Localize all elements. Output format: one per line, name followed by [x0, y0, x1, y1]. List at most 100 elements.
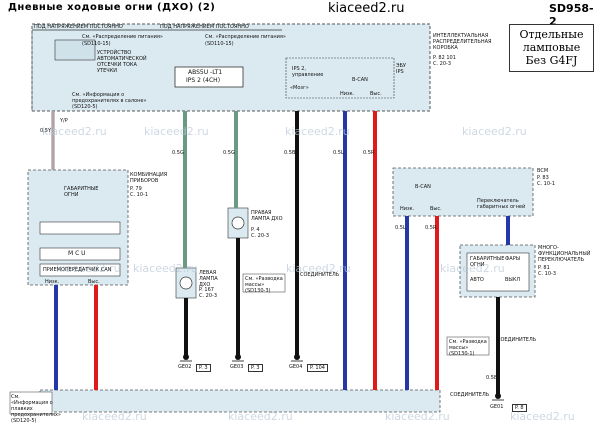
ips-line1: IPS 2,: [292, 66, 307, 72]
drl-right-title: ПРАВАЯ ЛАМПА ДХО: [251, 210, 283, 222]
watermark-7: kiaceed2.ru: [286, 262, 351, 275]
junction-title-1: ИНТЕЛЛЕКТУАЛЬНАЯ: [433, 33, 489, 39]
watermark-9: kiaceed2.ru: [82, 410, 147, 423]
diagram-code: SD958-2: [549, 2, 594, 28]
page-ref-2: P. 3: [248, 364, 263, 372]
ground-ge01: [492, 393, 504, 401]
ground-name-ge01: GE01: [490, 404, 504, 410]
mfs-title-2: ФУНКЦИОНАЛЬНЫЙ: [538, 251, 591, 257]
can-transceiver-label: ПРИЕМОПЕРЕДАТЧИК CAN: [43, 267, 112, 273]
wire-gauge-w9: 0.5B: [486, 375, 498, 381]
ref-box-ground1: [242, 273, 286, 293]
watermark-4: kiaceed2.ru: [462, 125, 527, 138]
ref-box-bottom: [9, 391, 53, 415]
drl-left-lamp: [179, 276, 193, 290]
cluster-low: Низк.: [45, 279, 60, 285]
bcm-low: Низк.: [400, 206, 415, 212]
connector-label-2: СОЕДИНИТЕЛЬ: [497, 337, 537, 343]
page-ref-4: P. 8: [512, 404, 527, 412]
mfs-off: ВЫКЛ: [505, 277, 521, 283]
power-ref-2: См. «Распределение питания»: [205, 34, 286, 40]
ecu-ips-1: ЭБУ: [396, 63, 406, 69]
watermark-12: kiaceed2.ru: [510, 410, 575, 423]
ips-low: Низк.: [340, 91, 355, 97]
wire-gauge-w6: 0.5R: [363, 150, 375, 156]
junction-title-3: КОРОБКА: [433, 45, 458, 51]
junction-ref-1: P. 82 101: [433, 55, 456, 61]
info-ref: См. «Информация о предохранителях в сало…: [72, 92, 147, 104]
ecu-ips-2: IPS: [396, 69, 404, 75]
watermark-2: kiaceed2.ru: [144, 125, 209, 138]
mfs-title-1: МНОГО-: [538, 245, 559, 251]
bottom-info: См. «Информация о плавких предохранителя…: [11, 394, 61, 424]
leak-cutoff-device: УСТРОЙСТВО АВТОМАТИЧЕСКОЙ ОТСЕЧКИ ТОКА У…: [97, 50, 147, 74]
watermark-3: kiaceed2.ru: [285, 125, 350, 138]
variant-line-3: Без G4FJ: [525, 54, 578, 67]
aps-line1: ABS5U -LT1: [188, 69, 223, 76]
site-name: kiaceed2.ru: [328, 1, 405, 16]
mfs-inner-a: ГАБАРИТНЫЕ ОГНИ: [470, 256, 505, 268]
mcu-box: [39, 247, 121, 261]
cluster-lamp-label: ГАБАРИТНЫЕ ОГНИ: [64, 186, 99, 198]
bcm-ref1: P. 83: [537, 175, 549, 181]
bcm-ref2: C. 10-1: [537, 181, 556, 187]
watermark-11: kiaceed2.ru: [385, 410, 450, 423]
ips-can: B-CAN: [352, 77, 368, 83]
ground-ge03: [232, 354, 244, 362]
top-bar-label-left: ПОД НАПРЯЖЕНИЕМ ПОСТОЯННО: [34, 24, 123, 30]
mfs-auto: АВТО: [470, 277, 484, 283]
cluster-title-2: ПРИБОРОВ: [130, 178, 159, 184]
ground-ref-2: См. «Разводка массы» (SD130-1): [449, 339, 487, 357]
cluster-title-1: КОМБИНАЦИЯ: [130, 172, 168, 178]
fuse-box-left: [54, 39, 96, 61]
variant-line-2: ламповые: [522, 41, 581, 54]
drl-right-lamp: [231, 216, 245, 230]
watermark-5: kiaceed2.ru: [56, 262, 121, 275]
ground-name-ge04: GE04: [289, 364, 303, 370]
can-transceiver-box: [39, 263, 121, 277]
cluster-high: Выс.: [88, 279, 100, 285]
variant-box: Отдельные ламповые Без G4FJ: [509, 24, 594, 72]
drl-left-title: ЛЕВАЯ ЛАМПА ДХО: [199, 270, 218, 288]
power-ref-1: См. «Распределение питания»: [82, 34, 163, 40]
watermark-10: kiaceed2.ru: [228, 410, 293, 423]
info-ref-2: (SD120-5): [72, 104, 98, 110]
wire-gauge-w1: 0.5Y: [40, 128, 52, 134]
ground-ge02: [180, 354, 192, 362]
ips-high: Выс.: [370, 91, 382, 97]
wire-gauge-w5: 0.5L: [333, 150, 344, 156]
drl-left-ref2: C. 20-3: [199, 293, 218, 299]
aps-line2: IPS 2 (4CH): [186, 77, 221, 84]
ground-ge04: [291, 354, 303, 362]
wire-gauge-w7: 0.5L: [395, 225, 406, 231]
top-bar-label-right: ПОД НАПРЯЖЕНИЕМ ПОСТОЯННО: [160, 24, 249, 30]
mfs-title-3: ПЕРЕКЛЮЧАТЕЛЬ: [538, 257, 585, 263]
bcm-title: BCM: [537, 168, 549, 174]
switch-inner-box: [466, 252, 530, 292]
wire-gauge-w2: 0.5G: [172, 150, 184, 156]
ips-sub: «Мозг»: [290, 85, 309, 91]
bottom-connector-bar: [39, 389, 441, 413]
ground-ref-1: См. «Разводка массы» (SD130-3): [245, 276, 283, 294]
bcm-box: [392, 167, 534, 217]
bcm-can: B-CAN: [415, 184, 431, 190]
drl-right-ref2: C. 20-3: [251, 233, 270, 239]
cluster-ref-2: C. 10-1: [130, 192, 149, 198]
page-ref-1: P. 3: [196, 364, 211, 372]
ips-line2: управление: [292, 72, 324, 78]
page-ref-3: P. 104: [307, 364, 328, 372]
diagram-title: Дневные ходовые огни (ДХО) (2): [8, 2, 216, 13]
ground-name-ge02: GE02: [178, 364, 192, 370]
connector-label-3: СОЕДИНИТЕЛЬ: [450, 392, 490, 398]
power-ref-1b: (SD110-15): [82, 41, 111, 47]
junction-ref-2: C. 20-3: [433, 61, 452, 67]
variant-line-1: Отдельные: [519, 28, 584, 41]
mfs-ref: P. 81: [538, 265, 550, 271]
cluster-ref: P. 79: [130, 186, 142, 192]
connector-label-1: СОЕДИНИТЕЛЬ: [300, 272, 340, 278]
junction-title-2: РАСПРЕДЕЛИТЕЛЬНАЯ: [433, 39, 492, 45]
mfs-ref-2: C. 10-3: [538, 271, 557, 277]
wire-color-w1: Y/P: [60, 118, 68, 124]
aps-box: [174, 66, 244, 88]
